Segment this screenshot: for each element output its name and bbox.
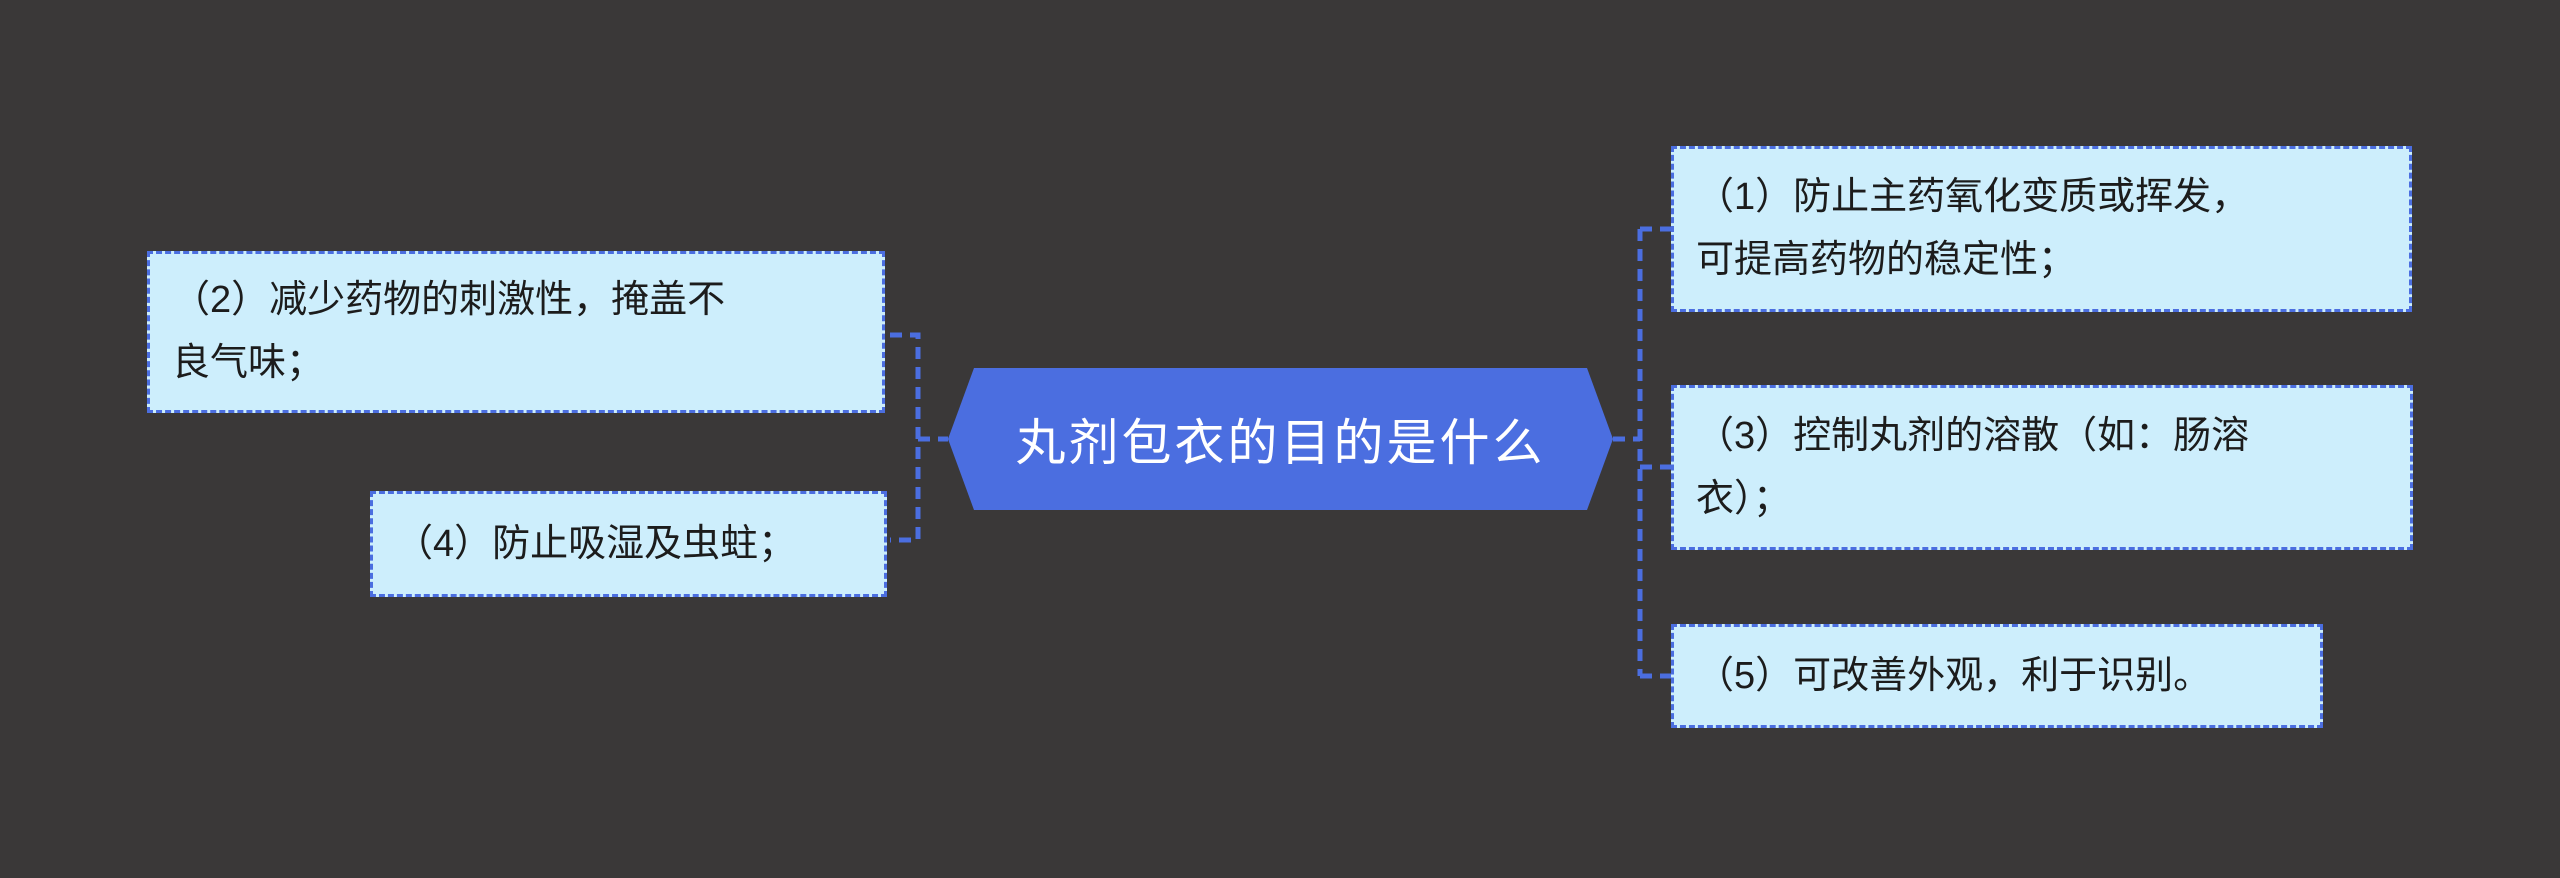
branch-node-2-line-2: 良气味；: [172, 342, 325, 384]
branch-node-1-line-1: （1）防止主药氧化变质或挥发，: [1696, 176, 2250, 218]
connector-left-bracket: [890, 332, 948, 543]
central-topic-node[interactable]: 丸剂包衣的目的是什么: [948, 368, 1613, 510]
branch-node-4-line-1: （4）防止吸湿及虫蛀；: [395, 522, 797, 565]
branch-node-1[interactable]: （1）防止主药氧化变质或挥发， 可提高药物的稳定性；: [1671, 146, 2412, 312]
branch-node-1-line-2: 可提高药物的稳定性；: [1696, 239, 2077, 281]
connector-right-bracket: [1613, 226, 1671, 679]
branch-node-3[interactable]: （3）控制丸剂的溶散（如：肠溶 衣）；: [1671, 385, 2413, 550]
branch-node-3-line-2: 衣）；: [1696, 477, 1792, 520]
branch-node-2-line-1: （2）减少药物的刺激性，掩盖不: [172, 279, 726, 321]
central-topic-label: 丸剂包衣的目的是什么: [1015, 415, 1546, 471]
branch-node-5-line-1: （5）可改善外观，利于识别。: [1696, 654, 2212, 697]
branch-node-3-line-1: （3）控制丸剂的溶散（如：肠溶: [1696, 414, 2250, 457]
branch-node-2[interactable]: （2）减少药物的刺激性，掩盖不 良气味；: [147, 251, 885, 413]
branch-node-5[interactable]: （5）可改善外观，利于识别。: [1671, 624, 2323, 728]
branch-node-4[interactable]: （4）防止吸湿及虫蛀；: [370, 491, 887, 597]
